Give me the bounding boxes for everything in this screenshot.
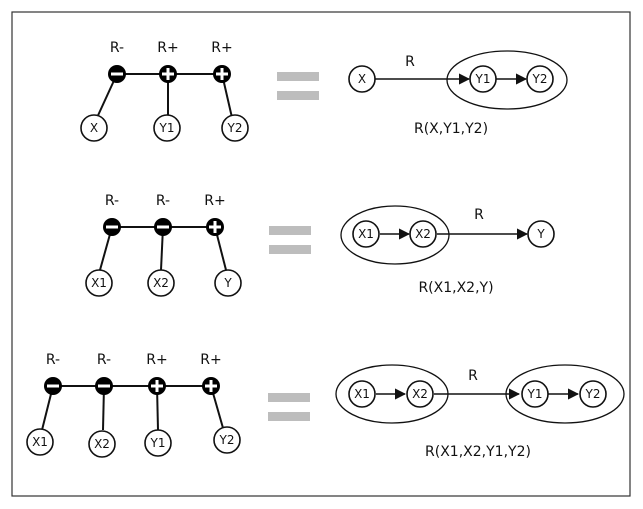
equals-sign	[268, 393, 310, 421]
role-label: R+	[146, 352, 167, 368]
row-1-hyperedge-graph: R- R+ R+ X Y1	[80, 40, 249, 142]
plus-node	[213, 65, 231, 83]
role-label: R-	[156, 193, 170, 209]
role-label: R-	[110, 40, 124, 56]
relation-node: X	[348, 65, 376, 93]
row-1: R- R+ R+ X Y1	[80, 40, 568, 142]
svg-text:X1: X1	[354, 387, 370, 401]
relation-node: X2	[409, 220, 437, 248]
row-2-hyperedge-graph: R- R- R+ X1 X2	[85, 193, 242, 297]
svg-text:X1: X1	[91, 276, 107, 290]
svg-text:Y: Y	[536, 227, 545, 241]
equals-sign	[269, 226, 311, 254]
svg-text:X: X	[90, 121, 98, 135]
row-2-relation-graph: R X1 X2 Y R(X1,X2,Y)	[340, 205, 555, 296]
minus-node	[95, 377, 113, 395]
plus-node	[148, 377, 166, 395]
plus-node	[206, 218, 224, 236]
equals-sign	[277, 72, 319, 100]
edge-label: R	[468, 368, 478, 384]
edge-label: R	[405, 54, 415, 70]
svg-text:X2: X2	[415, 227, 431, 241]
minus-node	[108, 65, 126, 83]
minus-node	[44, 377, 62, 395]
leaf-node: X1	[85, 269, 113, 297]
leaf-node: Y2	[213, 426, 241, 454]
row-3: R- R- R+ R+	[26, 352, 625, 460]
svg-text:Y1: Y1	[150, 436, 166, 450]
row-2: R- R- R+ X1 X2	[85, 193, 555, 297]
plus-node	[202, 377, 220, 395]
svg-text:Y: Y	[223, 276, 232, 290]
relation-node: Y1	[469, 65, 497, 93]
svg-text:X: X	[358, 72, 366, 86]
relation-formula: R(X1,X2,Y1,Y2)	[425, 444, 531, 460]
edge-label: R	[474, 207, 484, 223]
relation-node: X1	[352, 220, 380, 248]
row-3-relation-graph: R X1 X2 Y1 Y2 R(X1,X2,Y1,Y2)	[335, 364, 625, 460]
leaf-node: Y1	[144, 429, 172, 457]
svg-text:X2: X2	[412, 387, 428, 401]
relation-node: X1	[348, 380, 376, 408]
relation-formula: R(X,Y1,Y2)	[414, 121, 488, 137]
plus-node	[159, 65, 177, 83]
leaf-node: X	[80, 114, 108, 142]
relation-node: Y1	[521, 380, 549, 408]
role-label: R+	[200, 352, 221, 368]
svg-text:Y2: Y2	[532, 72, 548, 86]
svg-text:X2: X2	[94, 437, 110, 451]
role-label: R+	[211, 40, 232, 56]
role-label: R-	[46, 352, 60, 368]
row-1-relation-graph: R X Y1 Y2 R(X,Y1,Y2)	[348, 50, 568, 137]
leaf-node: Y1	[153, 114, 181, 142]
svg-text:Y2: Y2	[227, 121, 243, 135]
relation-node: Y2	[526, 65, 554, 93]
minus-node	[154, 218, 172, 236]
svg-text:X2: X2	[153, 276, 169, 290]
svg-text:Y2: Y2	[219, 433, 235, 447]
svg-text:Y2: Y2	[585, 387, 601, 401]
leaf-node: X2	[88, 430, 116, 458]
relation-node: Y2	[579, 380, 607, 408]
row-3-hyperedge-graph: R- R- R+ R+	[26, 352, 241, 458]
svg-text:Y1: Y1	[475, 72, 491, 86]
leaf-node: Y	[214, 269, 242, 297]
diagram-border	[11, 11, 631, 497]
role-label: R-	[105, 193, 119, 209]
relation-node: X2	[406, 380, 434, 408]
leaf-node: X2	[147, 269, 175, 297]
leaf-node: X1	[26, 428, 54, 456]
role-label: R+	[157, 40, 178, 56]
role-label: R+	[204, 193, 225, 209]
svg-text:X1: X1	[358, 227, 374, 241]
relation-formula: R(X1,X2,Y)	[418, 280, 493, 296]
relation-node: Y	[527, 220, 555, 248]
leaf-node: Y2	[221, 114, 249, 142]
svg-text:Y1: Y1	[159, 121, 175, 135]
svg-text:Y1: Y1	[527, 387, 543, 401]
role-label: R-	[97, 352, 111, 368]
svg-text:X1: X1	[32, 435, 48, 449]
minus-node	[103, 218, 121, 236]
